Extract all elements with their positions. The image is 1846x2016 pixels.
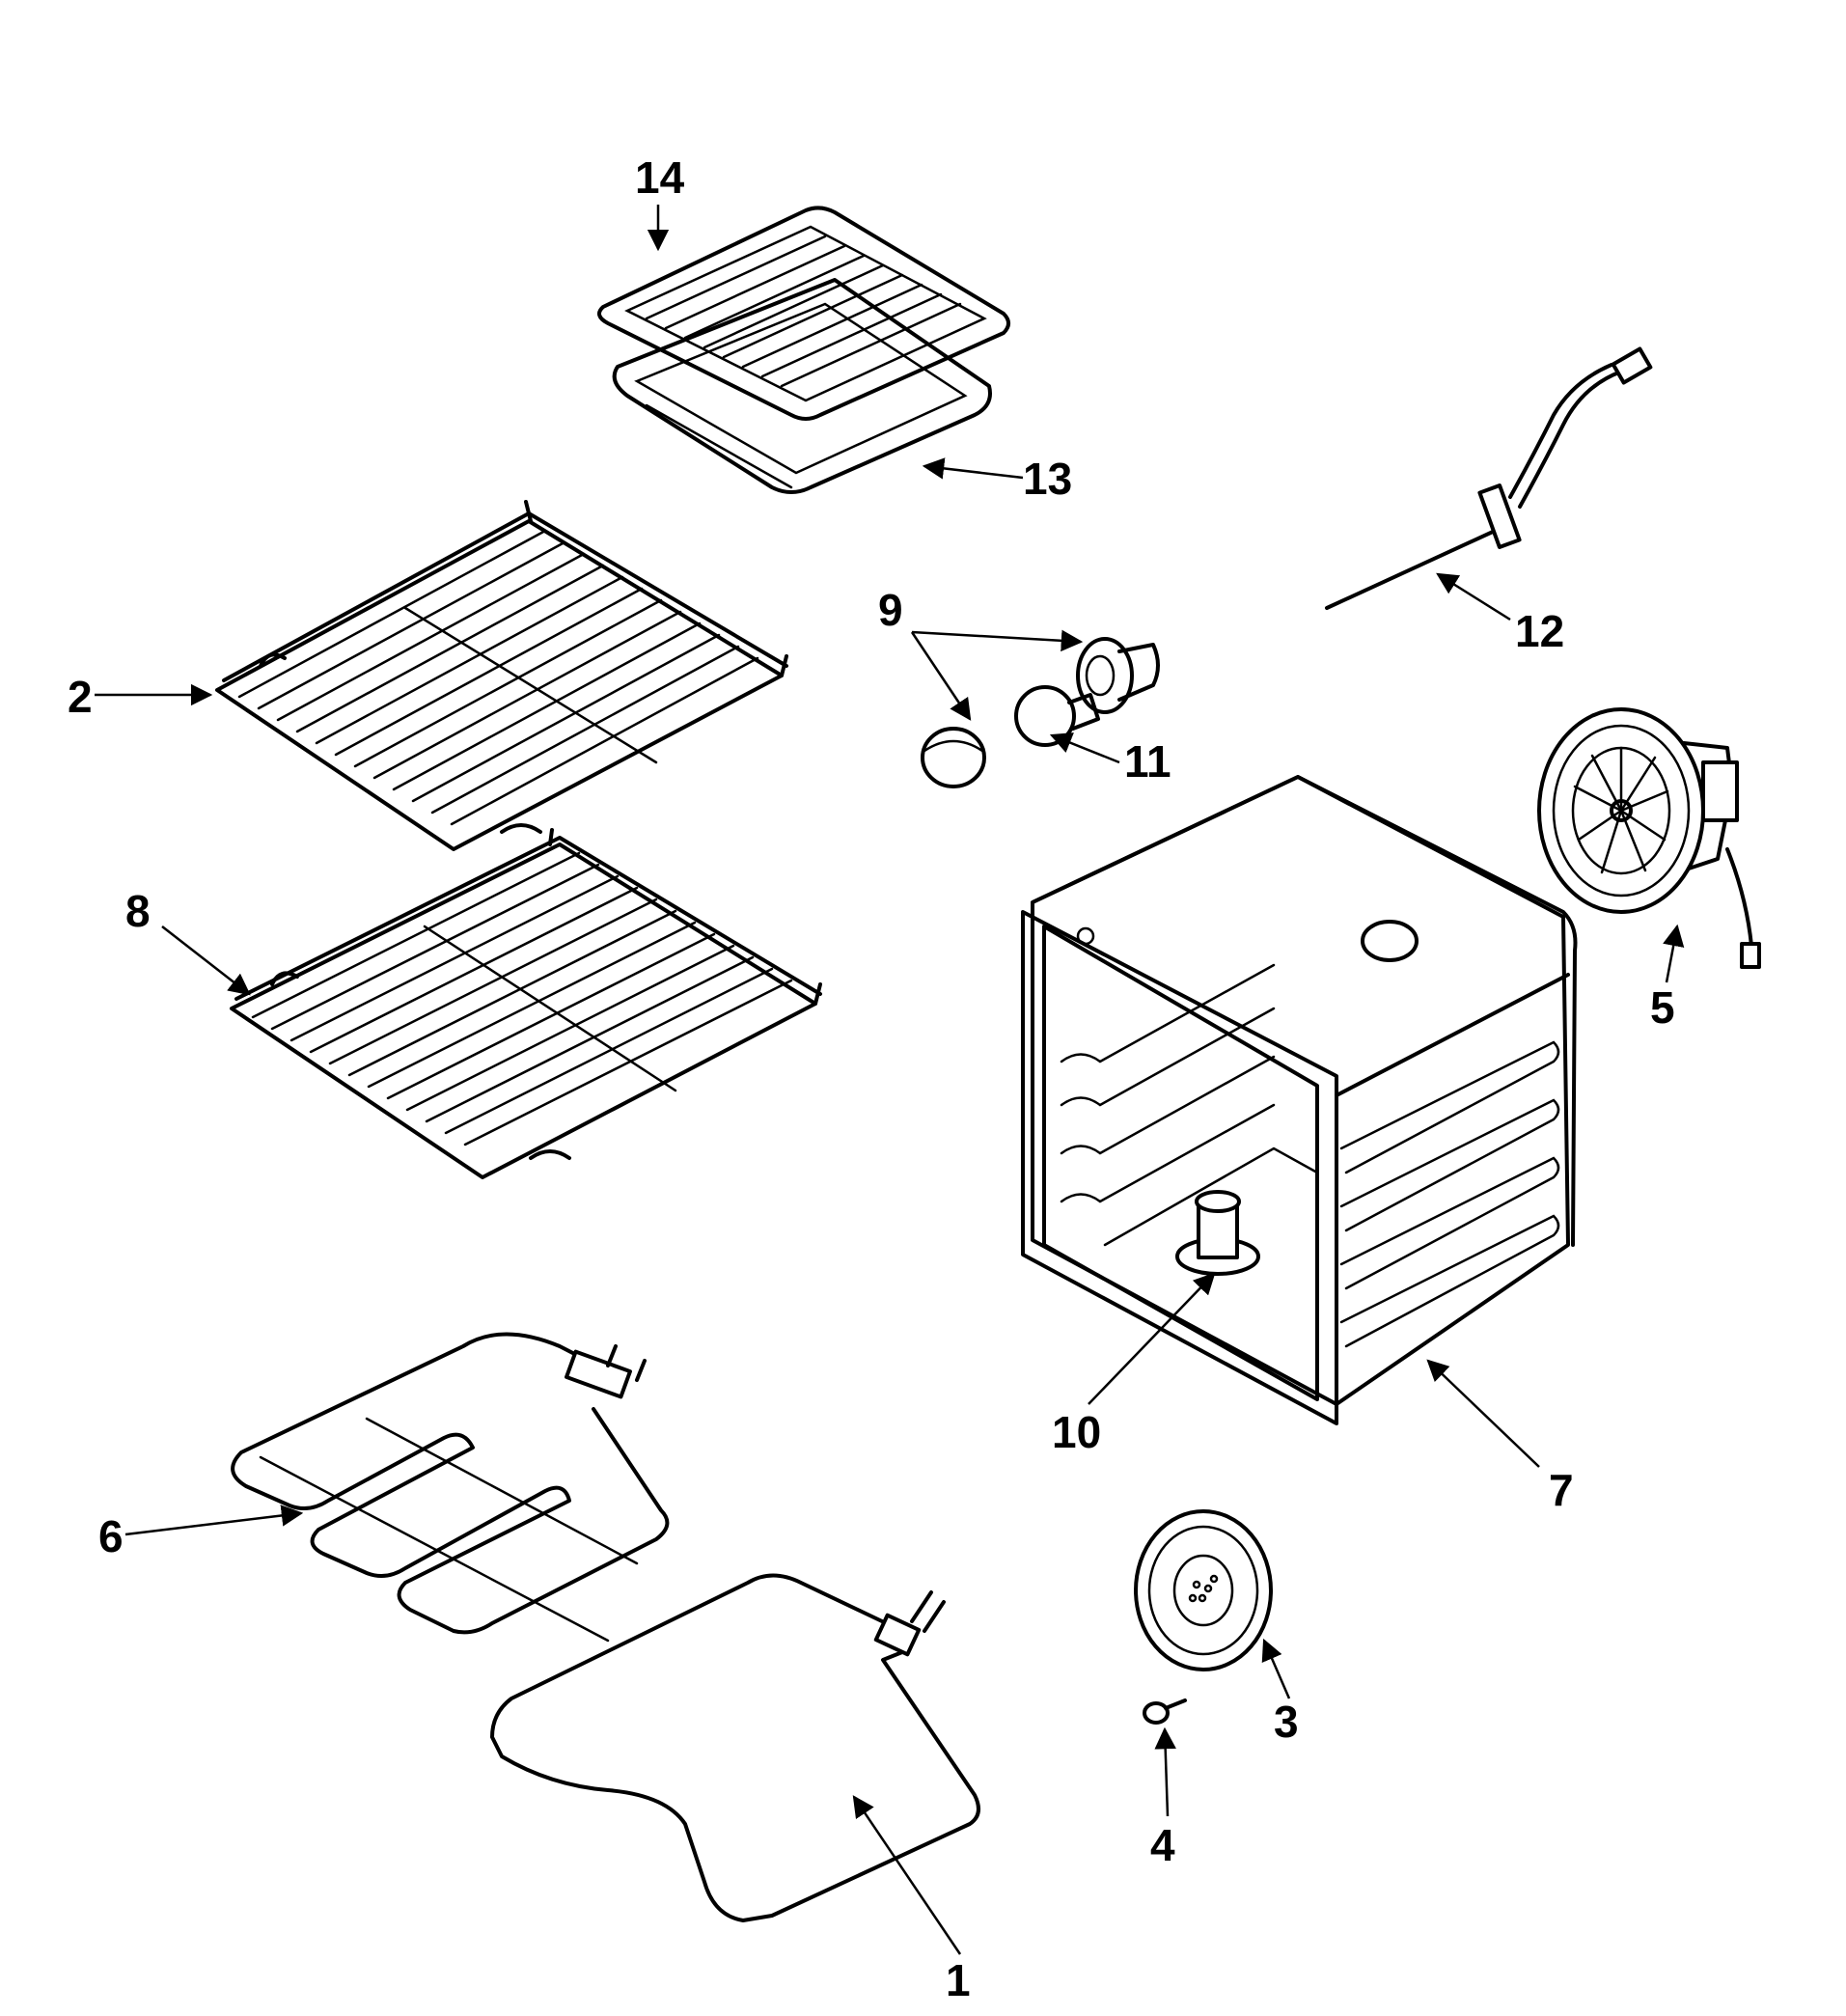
light-lens-part-9[interactable] [921,727,986,788]
screw-part-4[interactable] [1143,1698,1187,1725]
broil-element-part-6[interactable] [231,1332,670,1643]
temperature-sensor-part-12[interactable] [1325,346,1653,610]
oven-rack-part-2[interactable] [215,500,788,851]
oven-cavity-part-7[interactable] [1021,775,1578,1425]
callout-11: 11 [1124,736,1171,787]
convection-fan-part-5[interactable] [1537,707,1761,969]
callout-4: 4 [1150,1820,1175,1870]
cover-part-3[interactable] [1134,1509,1273,1671]
callout-10: 10 [1052,1407,1101,1457]
callout-12: 12 [1515,606,1564,656]
fan-post-part-10[interactable] [1175,1190,1260,1276]
callout-7: 7 [1549,1465,1574,1515]
broiler-pan-part-13[interactable] [612,278,992,494]
callout-3: 3 [1274,1697,1299,1747]
oven-rack-part-8[interactable] [230,828,822,1179]
broiler-pan-insert-part-14[interactable] [597,206,1010,421]
bake-element-part-1[interactable] [490,1573,980,1922]
callout-1: 1 [946,1955,971,2005]
callout-13: 13 [1023,454,1072,504]
callout-9: 9 [878,585,903,635]
callout-6: 6 [98,1511,124,1561]
light-socket-part-9[interactable] [1076,637,1160,714]
callout-5: 5 [1650,982,1675,1033]
callouts: 14 13 12 9 11 2 8 5 10 7 6 3 4 1 [68,152,1675,2005]
callout-14: 14 [635,152,685,203]
callout-8: 8 [125,886,151,936]
leader-lines [95,205,1685,1955]
callout-2: 2 [68,672,93,722]
light-bulb-part-11[interactable] [1014,685,1100,747]
